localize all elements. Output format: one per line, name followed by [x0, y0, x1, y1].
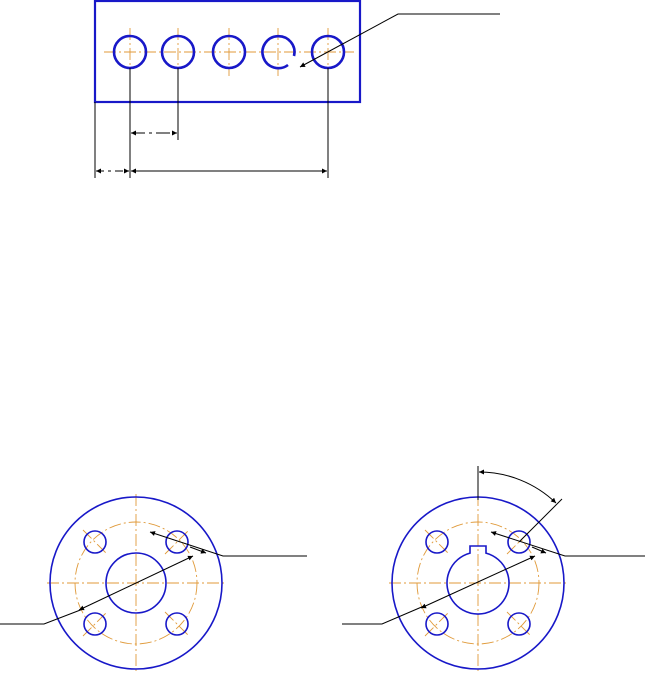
flange-pcd-leader: [0, 608, 84, 625]
keyed-flange-hole-bottom-right: [507, 612, 531, 636]
flange-hole-top-right: [165, 530, 189, 554]
flange-hole-leader: [149, 531, 307, 557]
plate-hole-3: [211, 34, 247, 70]
flange-hole-top-left: [83, 530, 107, 554]
flange-dimensions: [0, 531, 307, 625]
keyed-flange-hole-top-left: [425, 530, 449, 554]
hole-leader-line: [299, 13, 500, 68]
flange-hole-bottom-left: [83, 612, 107, 636]
keyed-flange-dimensions: [342, 466, 645, 625]
plate-dimensions: [94, 13, 500, 178]
keyed-flange-angle-dimension: [478, 469, 557, 504]
flange-pcd-dimension: [78, 555, 194, 611]
plate-view: [93, 0, 500, 178]
keyed-flange-pcd-dimension: [420, 555, 536, 609]
keyed-flange-pcd-leader: [342, 605, 425, 625]
flange-view: [0, 494, 307, 672]
keyed-flange-hole-bottom-left: [425, 612, 449, 636]
flange-hole-bottom-right: [165, 612, 189, 636]
plate-outline: [93, 0, 362, 104]
keyed-flange-hole-top-right: [507, 530, 531, 554]
keyed-flange-view: [342, 466, 645, 672]
keyed-flange-centerlines: [389, 494, 566, 672]
plate-hole-4: [261, 34, 296, 70]
keyed-flange-hole-leader: [490, 531, 645, 557]
